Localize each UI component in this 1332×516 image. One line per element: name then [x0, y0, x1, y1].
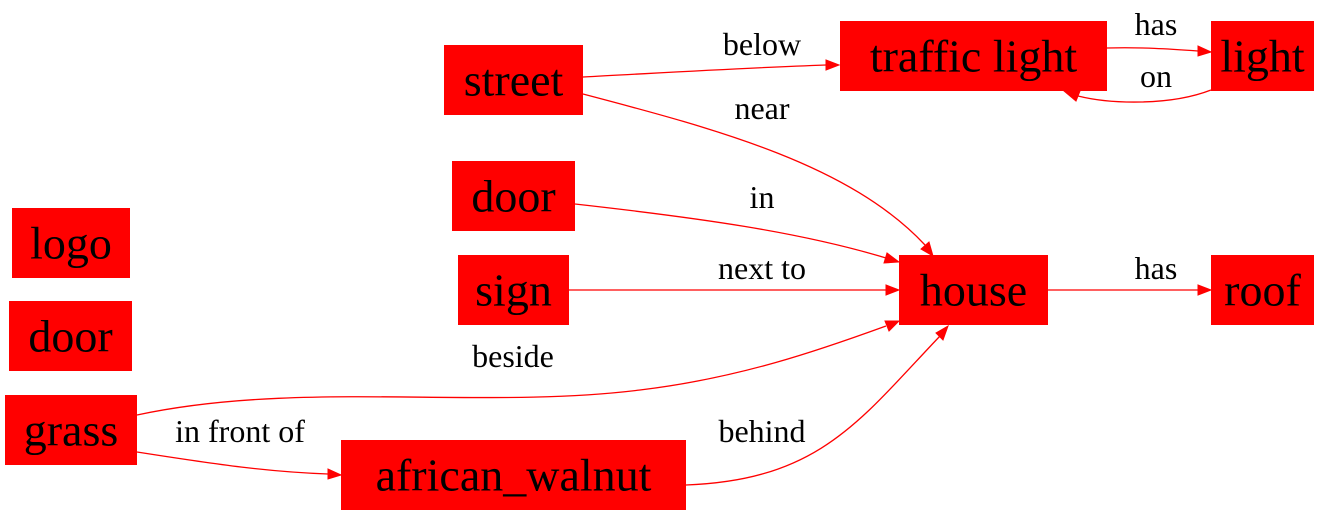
node-street-label: street	[464, 55, 564, 106]
node-house: house	[899, 255, 1048, 325]
node-door-label: door	[471, 171, 555, 222]
edge-label-behind: behind	[718, 413, 805, 449]
edge-label-in-front-of: in front of	[175, 413, 305, 449]
edge-street-below-traffic-light: below	[582, 26, 841, 78]
node-house-label: house	[920, 265, 1027, 316]
edge-street-near-house: near	[582, 90, 934, 258]
node-logo-label: logo	[30, 218, 112, 269]
node-sign: sign	[458, 255, 569, 325]
edge-sign-next-to-house: next to	[569, 250, 901, 296]
edge-label-in: in	[750, 179, 775, 215]
edge-arrowhead	[1062, 90, 1081, 102]
edge-label-near: near	[734, 90, 789, 126]
node-house-box	[899, 255, 1048, 325]
edge-line	[582, 64, 827, 78]
nodes: street traffic light light door logo doo…	[5, 21, 1314, 510]
edge-arrowhead	[327, 468, 343, 480]
node-roof-label: roof	[1224, 265, 1301, 316]
edge-african-walnut-behind-house: behind	[685, 324, 949, 486]
edge-label-next-to: next to	[718, 250, 806, 286]
node-logo: logo	[12, 208, 130, 278]
edge-arrowhead	[883, 252, 901, 264]
edge-line	[1106, 47, 1199, 52]
node-roof: roof	[1211, 255, 1314, 325]
edge-label-beside: beside	[472, 338, 554, 374]
node-logo-box	[12, 208, 130, 278]
edge-house-has-roof: has	[1048, 250, 1213, 296]
edge-label-below: below	[723, 26, 801, 62]
edge-label-has: has	[1135, 6, 1178, 42]
node-door-isolated-label: door	[28, 311, 112, 362]
edge-label-on: on	[1140, 58, 1172, 94]
node-door-isolated: door	[9, 301, 132, 371]
node-light-label: light	[1220, 31, 1305, 82]
edge-line	[685, 335, 941, 486]
edge-arrowhead	[1197, 45, 1213, 57]
edge-line	[1077, 89, 1212, 103]
edge-arrowhead	[1197, 284, 1213, 296]
node-grass: grass	[5, 395, 137, 465]
edge-line	[582, 93, 926, 246]
node-roof-box	[1211, 255, 1314, 325]
node-traffic-light: traffic light	[840, 21, 1107, 91]
node-traffic-light-label: traffic light	[870, 31, 1078, 82]
node-light-box	[1211, 21, 1314, 91]
node-door-isolated-box	[9, 301, 132, 371]
node-grass-label: grass	[24, 405, 119, 456]
edge-line	[136, 325, 887, 416]
node-light: light	[1211, 21, 1314, 91]
node-grass-box	[5, 395, 137, 465]
edge-light-on-traffic-light: on	[1062, 58, 1212, 103]
edge-grass-beside-house: beside	[136, 320, 901, 416]
node-african-walnut-label: african_walnut	[376, 450, 652, 501]
node-african-walnut-box	[341, 440, 686, 510]
node-sign-label: sign	[475, 265, 552, 316]
edge-door-in-house: in	[574, 179, 901, 264]
node-sign-box	[458, 255, 569, 325]
node-door-box	[452, 161, 575, 231]
edge-arrowhead	[935, 324, 949, 341]
node-street-box	[444, 45, 583, 115]
edge-arrowhead	[885, 284, 901, 296]
node-traffic-light-box	[840, 21, 1107, 91]
edge-label-has: has	[1135, 250, 1178, 286]
edge-line	[136, 451, 329, 475]
node-street: street	[444, 45, 583, 115]
edge-grass-in-front-of-african-walnut: in front of	[136, 413, 343, 480]
node-door: door	[452, 161, 575, 231]
node-african-walnut: african_walnut	[341, 440, 686, 510]
edge-arrowhead	[884, 320, 901, 332]
edge-arrowhead	[825, 59, 841, 71]
edge-arrowhead	[920, 241, 934, 258]
edge-traffic-light-has-light: has	[1106, 6, 1213, 57]
edges: below has on near in	[136, 6, 1213, 486]
edge-line	[574, 203, 887, 259]
